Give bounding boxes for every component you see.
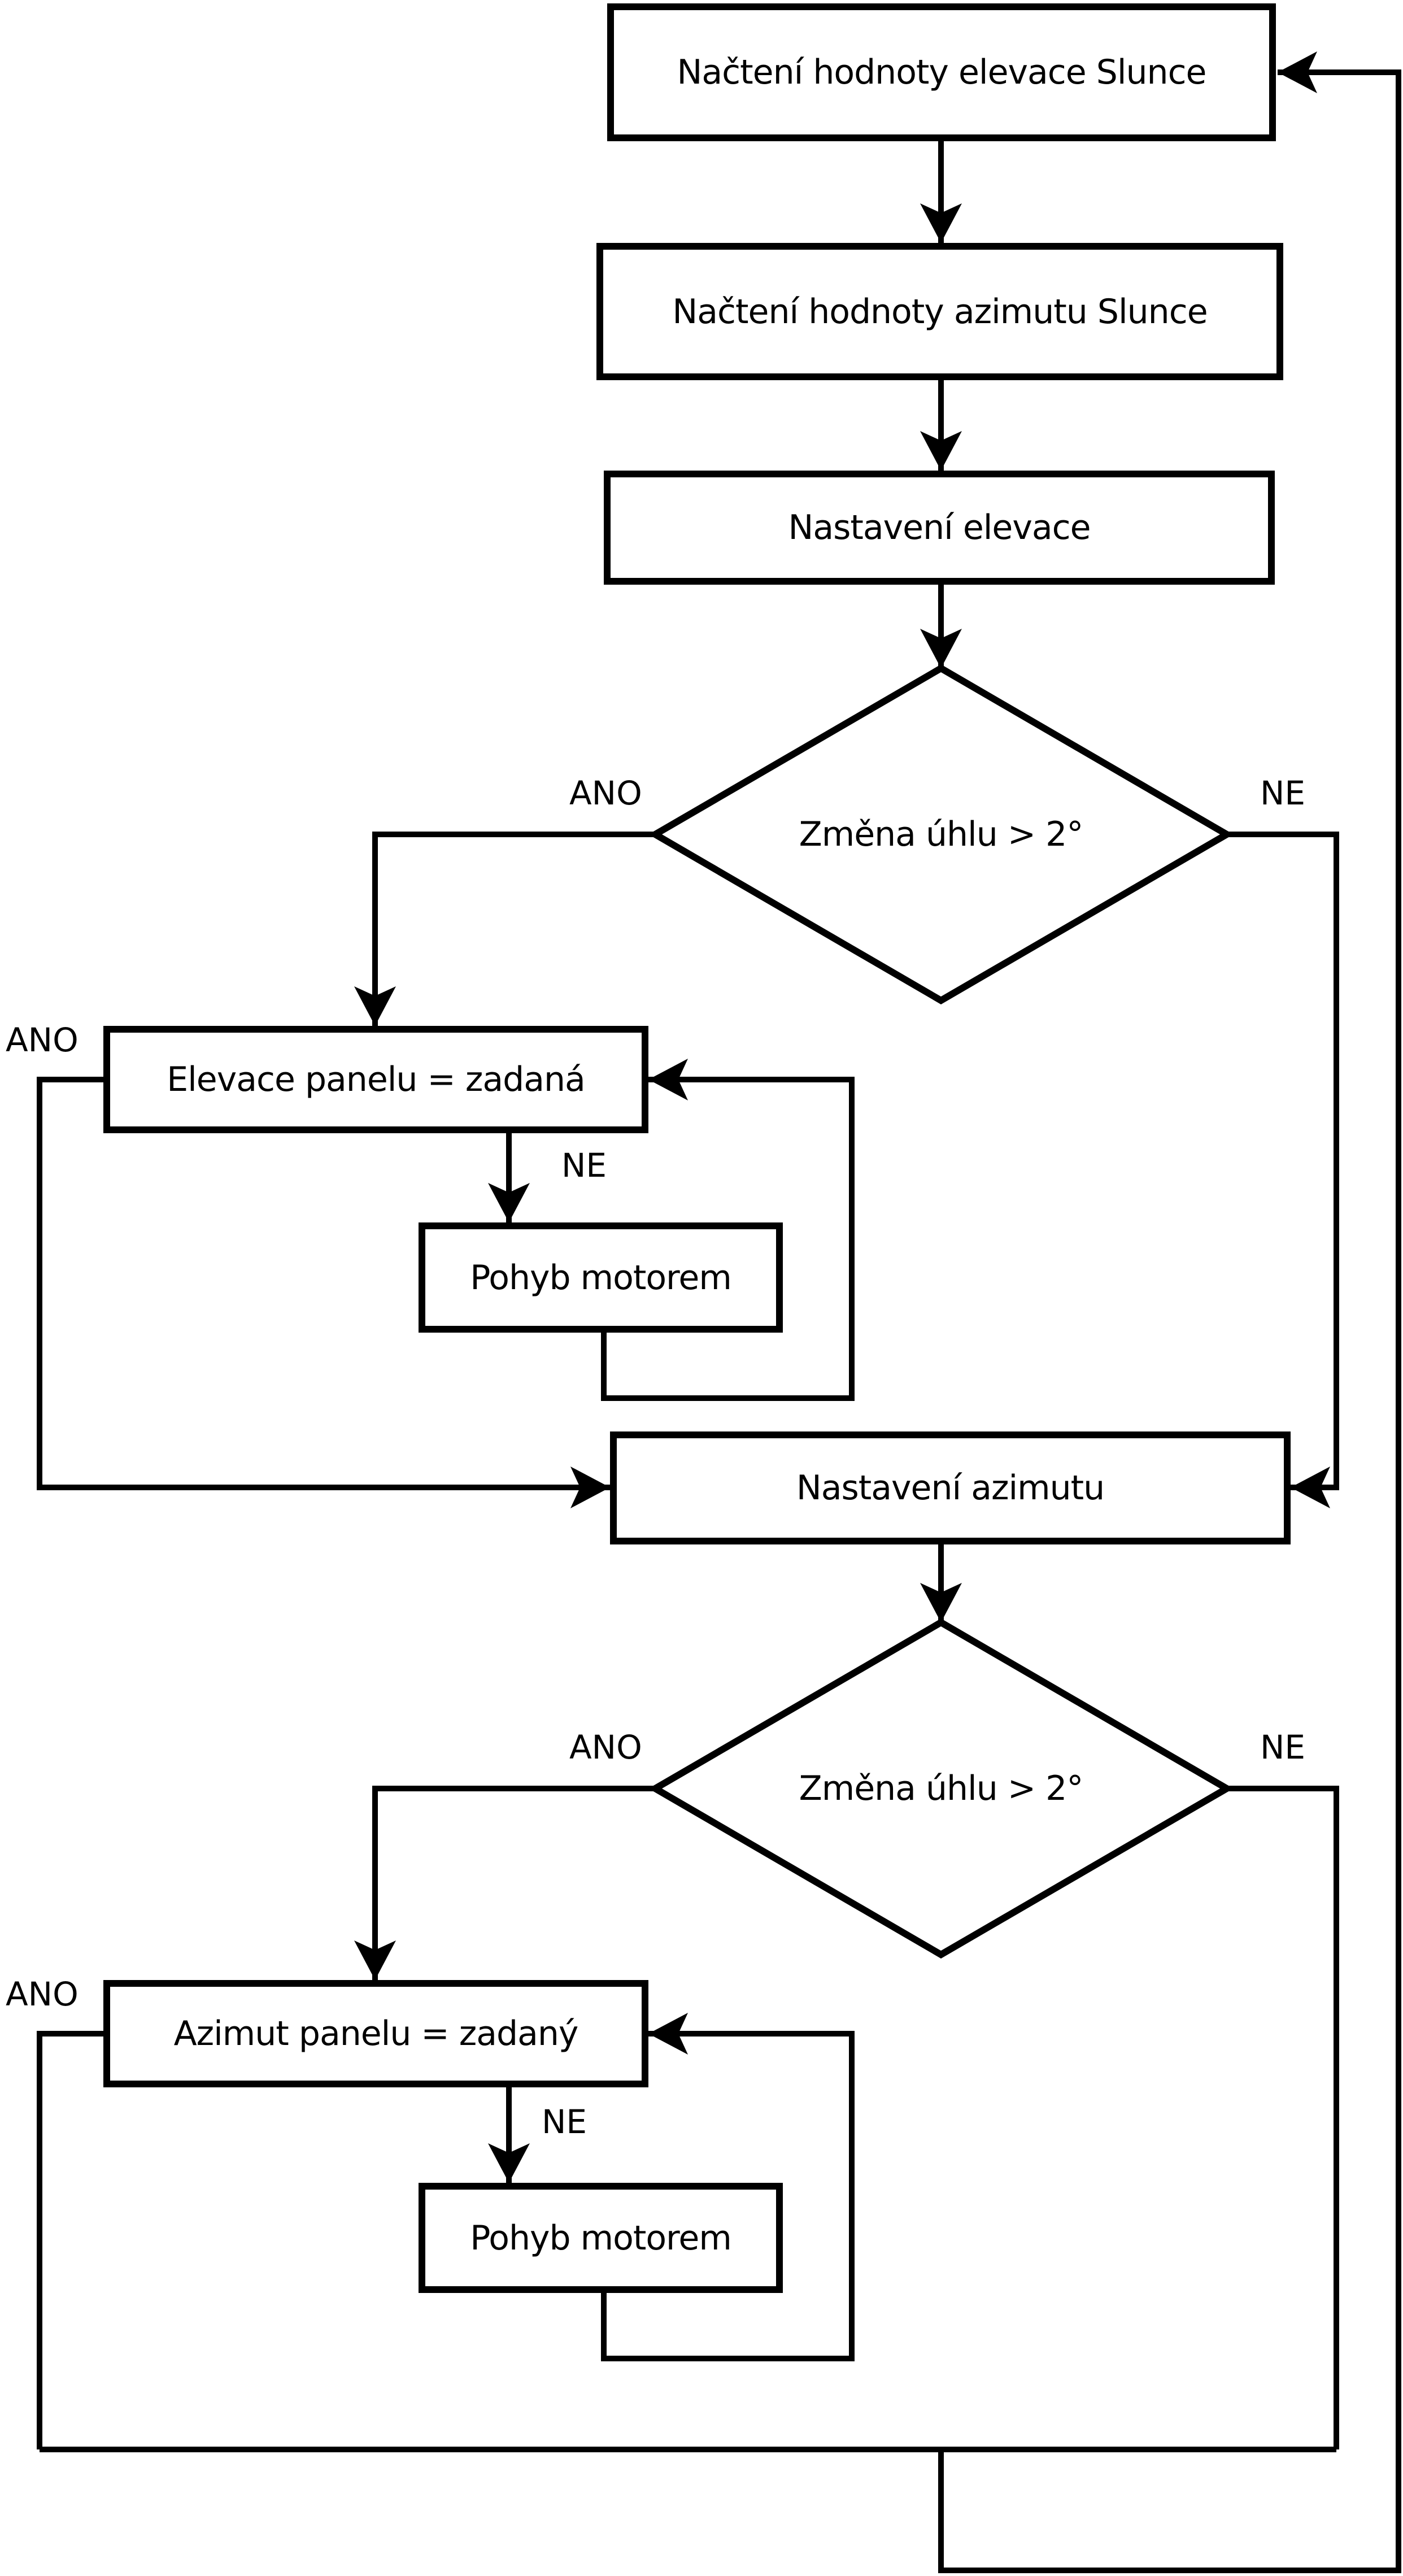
arrow-into-azimuth-equals-top <box>354 1940 396 1980</box>
node-read-elevation: Načtení hodnoty elevace Slunce <box>607 3 1276 141</box>
edge-decision1-ano <box>372 832 655 1026</box>
edge-decision1-ne <box>1227 832 1339 1490</box>
branch-label-azimuth-equals-ne: NE <box>542 2103 587 2141</box>
arrow-into-elevation-equals-right <box>648 1059 688 1100</box>
edge-return-loop <box>938 69 1401 2573</box>
branch-label-azimuth-equals-ano: ANO <box>6 1975 79 2013</box>
decision-elevation-shape <box>648 664 1234 1004</box>
edge-azimuth-equals-ano <box>37 2031 103 2449</box>
node-read-elevation-label: Načtení hodnoty elevace Slunce <box>677 53 1207 92</box>
decision-azimuth-shape <box>648 1618 1234 1959</box>
node-azimuth-panel-equals: Azimut panelu = zadaný <box>103 1980 648 2087</box>
decision-elevation-label: Změna úhlu > 2° <box>799 815 1084 854</box>
node-elevation-panel-equals-label: Elevace panelu = zadaná <box>167 1060 586 1099</box>
branch-label-decision1-ne: NE <box>1260 774 1306 812</box>
node-motor-move-elevation-label: Pohyb motorem <box>470 1257 732 1298</box>
arrow-into-motor1 <box>488 1183 530 1222</box>
arrow-into-set-elevation <box>920 431 962 471</box>
node-motor-move-azimuth: Pohyb motorem <box>419 2183 783 2293</box>
decision-azimuth-label: Změna úhlu > 2° <box>799 1769 1084 1808</box>
arrow-into-azimuth-equals-right <box>648 2013 688 2055</box>
node-set-azimuth: Nastavení azimutu <box>610 1431 1291 1544</box>
edge-motor1-loop <box>601 1077 855 1401</box>
arrow-into-set-azimuth-left <box>570 1467 610 1508</box>
arrow-into-read-azimuth <box>920 203 962 243</box>
arrow-into-elevation-equals-top <box>354 986 396 1026</box>
branch-label-decision2-ne: NE <box>1260 1728 1306 1766</box>
node-set-azimuth-label: Nastavení azimutu <box>796 1468 1105 1508</box>
branch-label-decision1-ano: ANO <box>569 774 642 812</box>
node-set-elevation-label: Nastavení elevace <box>788 508 1091 547</box>
edge-elevation-equals-ano <box>37 1077 610 1490</box>
node-elevation-panel-equals: Elevace panelu = zadaná <box>103 1026 648 1133</box>
arrow-into-read-elevation-right <box>1278 51 1317 93</box>
arrow-into-decision2 <box>920 1583 962 1622</box>
node-read-azimuth: Načtení hodnoty azimutu Slunce <box>596 243 1283 380</box>
branch-label-elevation-equals-ne: NE <box>561 1146 607 1185</box>
arrow-into-decision1 <box>920 629 962 668</box>
node-read-azimuth-label: Načtení hodnoty azimutu Slunce <box>672 291 1208 332</box>
branch-label-decision2-ano: ANO <box>569 1728 642 1766</box>
arrow-into-motor2 <box>488 2143 530 2183</box>
node-azimuth-panel-equals-label: Azimut panelu = zadaný <box>173 2014 579 2053</box>
node-motor-move-elevation: Pohyb motorem <box>419 1222 783 1333</box>
edge-decision2-ne <box>1227 1786 1339 2449</box>
branch-label-elevation-equals-ano: ANO <box>6 1021 79 1059</box>
arrow-into-set-azimuth-right <box>1291 1467 1330 1508</box>
edge-motor2-loop <box>601 2031 855 2361</box>
edge-decision2-ano <box>372 1786 655 1980</box>
node-motor-move-azimuth-label: Pohyb motorem <box>470 2218 732 2258</box>
node-set-elevation: Nastavení elevace <box>604 471 1275 585</box>
